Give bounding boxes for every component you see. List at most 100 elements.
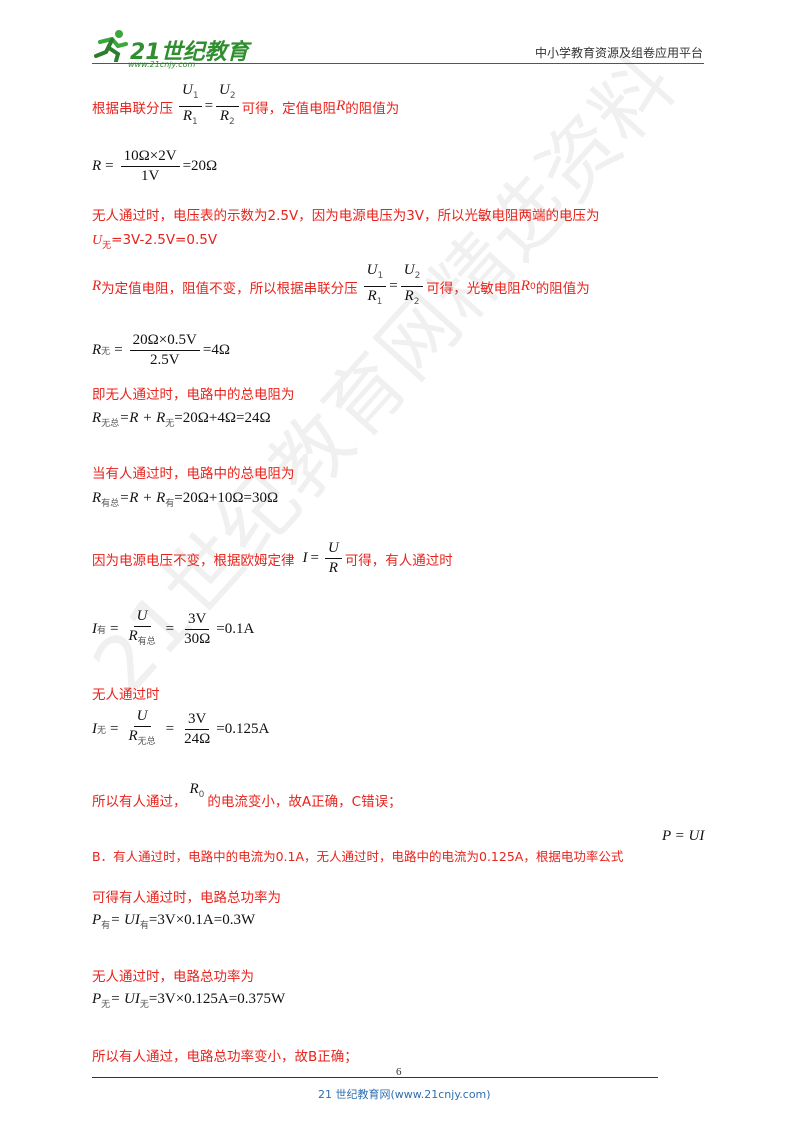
formula-fraction: U2 R2: [216, 82, 239, 131]
symbol: R: [92, 490, 102, 506]
eq-result: =0.125A: [216, 721, 270, 737]
expr: = UI: [110, 991, 140, 1007]
text: 的阻值为: [345, 100, 400, 117]
equation-P-none: P无= UI无=3V×0.125A=0.375W: [92, 991, 285, 1010]
subscript: 有总: [137, 637, 156, 647]
text: 可得，光敏电阻: [426, 280, 521, 297]
line-total-resistance-person: 当有人通过时，电路中的总电阻为: [92, 466, 295, 482]
header-divider: [92, 63, 704, 64]
line-no-person-2: 无人通过时: [92, 687, 160, 703]
formula-fraction: 10Ω×2V 1V: [120, 148, 180, 185]
formula-fraction: 3V 24Ω: [181, 711, 213, 748]
line-ohms-law: 因为电源电压不变，根据欧姆定律 I= U R 可得，有人通过时: [92, 540, 453, 577]
line-B-currents: B．有人通过时，电路中的电流为0.1A，无人通过时，电路中的电流为0.125A，…: [92, 849, 624, 864]
site-logo: [92, 28, 130, 67]
formula-fraction: U2 R2: [400, 262, 424, 311]
denominator: R: [128, 728, 138, 744]
subscript: 无: [101, 1000, 111, 1010]
logo-title: 21世纪教育: [130, 40, 249, 65]
text: 可得，定值电阻: [241, 100, 337, 117]
runner-icon: [94, 30, 128, 63]
subscript: 无: [97, 726, 107, 736]
text: =3V-2.5V=0.5V: [111, 232, 218, 248]
numerator: 10Ω×2V: [120, 148, 180, 167]
denominator: 24Ω: [184, 731, 211, 747]
eq-result: =4Ω: [202, 342, 230, 358]
eq-result: =3V×0.125A=0.375W: [148, 991, 286, 1007]
subscript: 有总: [101, 499, 120, 509]
symbol: P: [92, 912, 102, 928]
line-series-divider: 根据串联分压 U1 R1 = U2 R2 可得，定值电阻 R 的阻值为: [92, 82, 399, 131]
text: 所以有人通过，: [92, 794, 187, 810]
formula-fraction: 20Ω×0.5V 2.5V: [129, 332, 200, 369]
formula-fraction: U1 R1: [363, 262, 387, 311]
subscript: 无: [165, 419, 175, 429]
eq-result: =3V×0.1A=0.3W: [148, 912, 256, 928]
page-number: 6: [396, 1066, 402, 1078]
symbol-R: R: [336, 98, 346, 114]
line-no-person: 无人通过时，电压表的示数为2.5V，因为电源电压为3V，所以光敏电阻两端的电压为: [92, 208, 600, 224]
subscript: 0: [529, 281, 536, 292]
expr: =R + R: [119, 490, 166, 506]
eq-result: =20Ω+10Ω=30Ω: [174, 490, 279, 506]
footer-divider: [92, 1077, 658, 1078]
equation-R-total-none: R无总=R + R无=20Ω+4Ω=24Ω: [92, 410, 271, 429]
equation-R: R = 10Ω×2V 1V =20Ω: [92, 148, 218, 185]
subscript: 无: [101, 347, 111, 357]
symbol: I: [92, 721, 97, 737]
eq-lhs: R: [92, 342, 102, 358]
line-power-person: 可得有人通过时，电路总功率为: [92, 890, 281, 906]
text: 可得，有人通过时: [344, 552, 453, 569]
footer-site-link[interactable]: 21 世纪教育网(www.21cnjy.com): [318, 1088, 491, 1101]
denominator: 30Ω: [184, 631, 211, 647]
line-total-resistance-none: 即无人通过时，电路中的总电阻为: [92, 387, 295, 403]
numerator: 3V: [185, 611, 210, 630]
denominator: 2.5V: [149, 352, 180, 368]
formula-fraction: 3V 30Ω: [181, 611, 213, 648]
subscript: 有: [97, 626, 107, 636]
symbol: I: [92, 621, 97, 637]
text: 根据串联分压: [92, 100, 173, 117]
formula-fraction: U R: [324, 540, 342, 577]
subscript: 无: [139, 1000, 149, 1010]
formula-fraction: U R无总: [125, 708, 158, 751]
header-platform-text: 中小学教育资源及组卷应用平台: [535, 46, 704, 60]
line-constant-resistor: R 为定值电阻，阻值不变，所以根据串联分压 U1 R1 = U2 R2 可得，光…: [92, 262, 590, 311]
line-voltage: U无=3V-2.5V=0.5V: [92, 232, 217, 251]
text: 的电流变小，故A正确，C错误；: [207, 794, 402, 810]
logo-url: www.21cnjy.com: [128, 60, 196, 69]
subscript: 无总: [101, 419, 120, 429]
eq-lhs: R: [92, 158, 102, 174]
symbol-R: R: [92, 278, 102, 294]
symbol-R0: R: [520, 278, 530, 294]
subscript: 无总: [137, 737, 156, 747]
numerator: 3V: [185, 711, 210, 730]
formula-fraction: U1 R1: [179, 82, 202, 131]
denominator: 1V: [140, 168, 160, 184]
text: 为定值电阻，阻值不变，所以根据串联分压: [101, 280, 358, 297]
symbol: P: [92, 991, 102, 1007]
text: 的阻值为: [535, 280, 590, 297]
line-conclusion-A: 所以有人通过， R0 的电流变小，故A正确，C错误；: [92, 780, 402, 811]
equation-P-person: P有= UI有=3V×0.1A=0.3W: [92, 912, 255, 931]
expr: = UI: [110, 912, 140, 928]
formula-fraction: U R有总: [125, 608, 158, 651]
eq-result: =20Ω+4Ω=24Ω: [174, 410, 271, 426]
denominator: R: [128, 628, 138, 644]
symbol: R: [92, 410, 102, 426]
numerator: 20Ω×0.5V: [129, 332, 200, 351]
numerator: U: [133, 708, 151, 727]
subscript: 有: [101, 921, 111, 931]
equation-R-total-person: R有总=R + R有=20Ω+10Ω=30Ω: [92, 490, 278, 509]
subscript: 有: [139, 921, 149, 931]
symbol-U: U: [92, 233, 103, 248]
eq-result: =20Ω: [182, 158, 218, 174]
line-conclusion-B: 所以有人通过，电路总功率变小，故B正确；: [92, 1049, 358, 1065]
eq-result: =0.1A: [216, 621, 255, 637]
subscript: 无: [102, 241, 112, 251]
text: 因为电源电压不变，根据欧姆定律: [92, 552, 295, 569]
numerator: U: [133, 608, 151, 627]
subscript: 有: [165, 499, 175, 509]
